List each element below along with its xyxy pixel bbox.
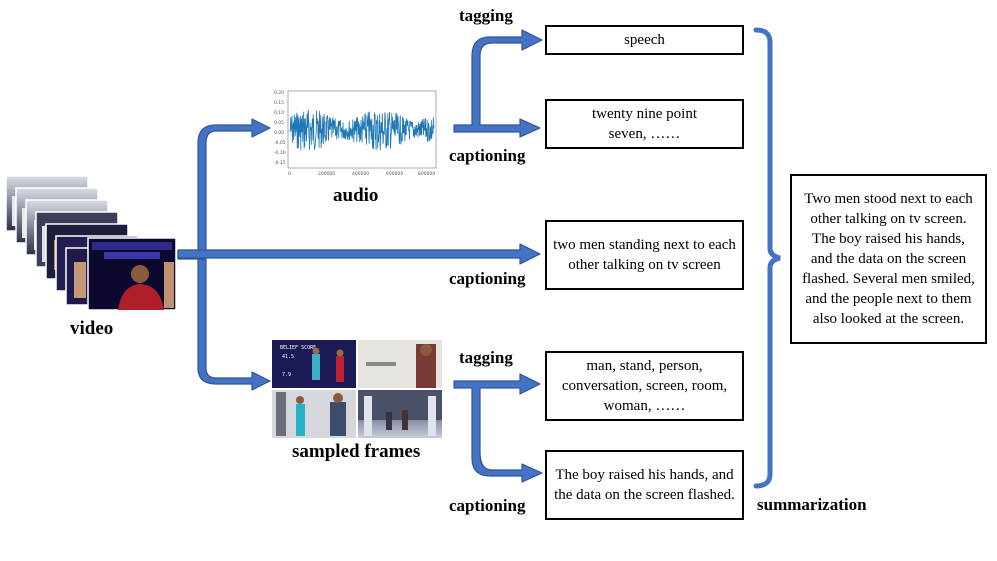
- summarization-brace: [753, 27, 781, 489]
- summary-text: Two men stood next to each other talking…: [802, 191, 975, 327]
- video-caption-text: two men standing next to each other talk…: [553, 237, 736, 273]
- audio-caption-box: twenty nine point seven, ……: [545, 99, 744, 149]
- sampled-frames-label: sampled frames: [292, 441, 421, 462]
- audio-tag-box: speech: [545, 25, 744, 55]
- svg-text:200000: 200000: [318, 171, 335, 177]
- sampled-frame: BELIEF SCORE 41.5 7.9: [272, 340, 356, 388]
- svg-text:0.00: 0.00: [274, 130, 284, 136]
- video-label: video: [70, 318, 114, 339]
- svg-text:-0.15: -0.15: [274, 160, 286, 166]
- frames-tags-text: man, stand, person, conversation, screen…: [561, 358, 728, 414]
- svg-text:0.20: 0.20: [274, 90, 284, 96]
- summarization-label: summarization: [757, 495, 867, 514]
- waveform-signal: [289, 110, 435, 151]
- waveform-axis-ticks: 0.20 0.15 0.10 0.05 0.00 -0.05 -0.10 -0.15 0 2…: [274, 90, 435, 177]
- frames-caption-text: The boy raised his hands, and the data o…: [554, 467, 735, 503]
- audio-captioning-label: captioning: [449, 146, 526, 165]
- audio-tag-text: speech: [624, 32, 665, 48]
- svg-text:800000: 800000: [418, 171, 435, 177]
- summary-box: Two men stood next to each other talking…: [790, 174, 987, 344]
- frames-tagging-label: tagging: [459, 348, 513, 367]
- sampled-frame: [358, 390, 442, 438]
- audio-label: audio: [333, 185, 379, 206]
- video-frame-front: [87, 237, 177, 311]
- frame-overlay-value: 7.9: [282, 372, 291, 378]
- svg-text:-0.05: -0.05: [274, 140, 286, 146]
- arrow-frames-split: [453, 373, 543, 483]
- svg-text:600000: 600000: [386, 171, 403, 177]
- arrow-video-to-audio: [177, 118, 271, 260]
- svg-text:0.05: 0.05: [274, 120, 284, 126]
- sampled-frames-grid: BELIEF SCORE 41.5 7.9: [272, 340, 442, 438]
- audio-tagging-label: tagging: [459, 6, 513, 25]
- frame-overlay-value: 41.5: [282, 354, 294, 360]
- video-frames-stack: [5, 175, 177, 311]
- video-captioning-label: captioning: [449, 269, 526, 288]
- frame-overlay-title: BELIEF SCORE: [280, 345, 316, 351]
- svg-text:0: 0: [288, 171, 291, 177]
- frames-captioning-label: captioning: [449, 496, 526, 515]
- svg-text:0.15: 0.15: [274, 100, 284, 106]
- svg-text:-0.10: -0.10: [274, 150, 286, 156]
- arrow-audio-split: [453, 29, 543, 138]
- audio-waveform-chart: 0.20 0.15 0.10 0.05 0.00 -0.05 -0.10 -0.15 0 2…: [274, 86, 444, 178]
- flow-arrows: [177, 29, 543, 483]
- frames-tags-box: man, stand, person, conversation, screen…: [545, 351, 744, 421]
- sampled-frame: [272, 390, 356, 438]
- video-caption-box: two men standing next to each other talk…: [545, 220, 744, 290]
- arrow-video-to-caption: [177, 243, 541, 265]
- sampled-frame: [358, 340, 442, 388]
- arrow-video-to-frames: [197, 258, 271, 391]
- svg-text:400000: 400000: [352, 171, 369, 177]
- audio-caption-text: twenty nine point seven, ……: [592, 106, 697, 142]
- frames-caption-box: The boy raised his hands, and the data o…: [545, 450, 744, 520]
- svg-text:0.10: 0.10: [274, 110, 284, 116]
